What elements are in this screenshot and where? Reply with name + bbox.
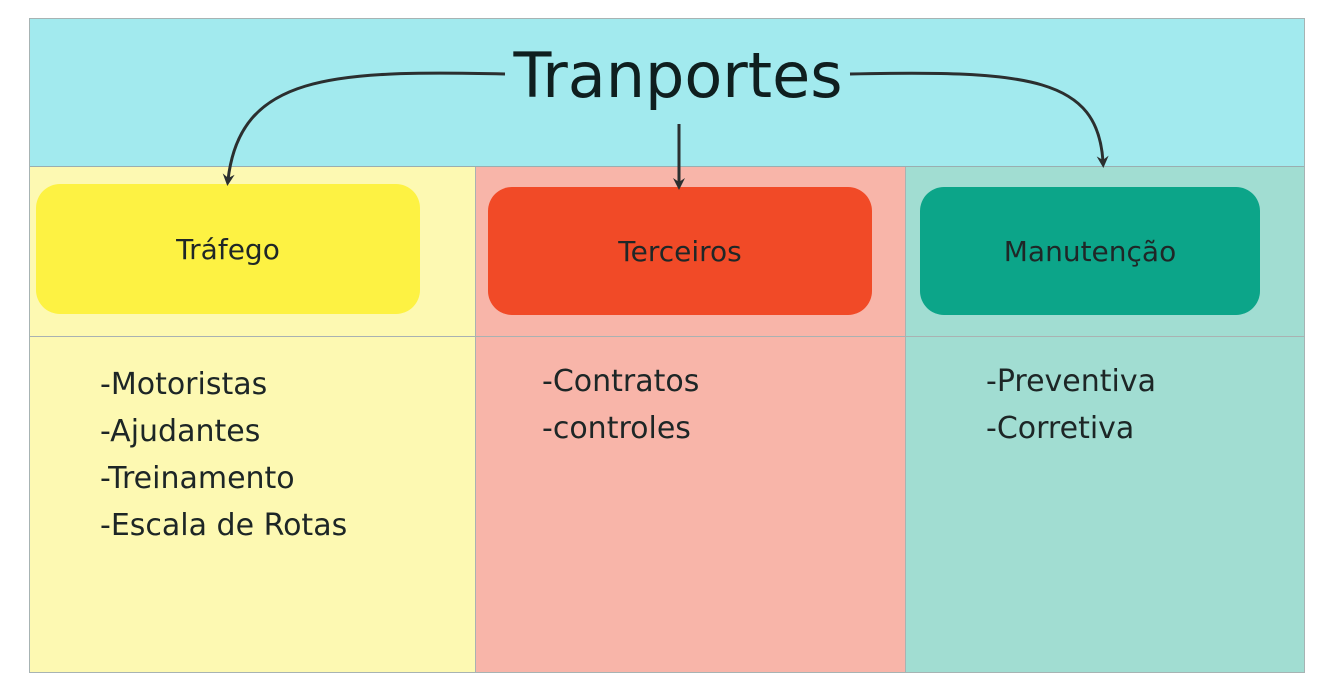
column-terceiros: Terceiros -Contratos -controles <box>476 167 906 672</box>
list-item: -Motoristas <box>100 367 268 402</box>
column-divider <box>476 336 905 337</box>
diagram-board: Tranportes Tráfego -Motoristas -Ajudante… <box>29 18 1305 673</box>
list-manutencao: -Preventiva -Corretiva <box>986 358 1156 452</box>
diagram-title: Tranportes <box>513 39 843 112</box>
list-item: -Corretiva <box>986 411 1135 446</box>
list-item: -Preventiva <box>986 364 1156 399</box>
card-trafego: Tráfego <box>36 184 420 314</box>
list-item: -Treinamento <box>100 461 295 496</box>
list-trafego: -Motoristas -Ajudantes -Treinamento -Esc… <box>100 361 347 549</box>
list-item: -Escala de Rotas <box>100 508 348 543</box>
column-divider <box>906 336 1304 337</box>
header-band: Tranportes <box>30 19 1304 167</box>
list-terceiros: -Contratos -controles <box>542 358 699 452</box>
card-terceiros: Terceiros <box>488 187 872 315</box>
list-item: -Contratos <box>542 364 700 399</box>
list-item: -controles <box>542 411 691 446</box>
list-item: -Ajudantes <box>100 414 261 449</box>
column-manutencao: Manutenção -Preventiva -Corretiva <box>906 167 1304 672</box>
card-manutencao: Manutenção <box>920 187 1260 315</box>
column-trafego: Tráfego -Motoristas -Ajudantes -Treiname… <box>30 167 476 672</box>
column-divider <box>30 336 475 337</box>
